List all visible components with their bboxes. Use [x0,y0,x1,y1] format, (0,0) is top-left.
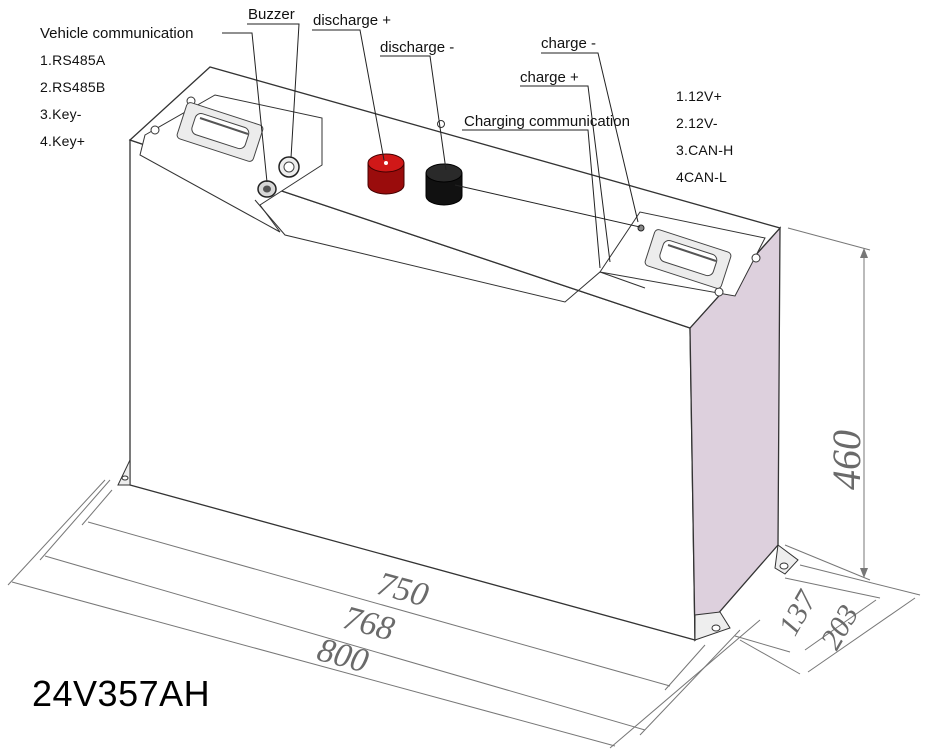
charging-communication-label: Charging communication [464,113,630,130]
charging-pin-2: 2.12V- [676,115,718,131]
discharge-negative-terminal [425,163,463,206]
mounting-foot [117,459,131,486]
mount-hole [437,120,445,128]
model-label: 24V357AH [32,673,211,714]
charge-negative-label: charge - [541,35,597,52]
discharge-negative-label: discharge - [380,39,455,56]
left-handle [176,102,264,162]
charging-pin-1: 1.12V+ [676,88,722,104]
dim-depth-outer: 203 [814,600,865,655]
vehicle-communication-label: Vehicle communication [40,25,194,42]
dim-length-inner: 750 [373,565,432,614]
mount-hole [714,287,724,297]
vehicle-comm-connector [257,180,277,198]
discharge-positive-terminal [367,153,405,195]
mounting-foot [774,544,799,575]
recessed-well [254,199,646,303]
vehicle-pin-4: 4.Key+ [40,133,86,149]
leader-lines [222,23,641,269]
vehicle-pin-3: 3.Key- [40,106,82,122]
charging-comm-connector [637,224,645,232]
vehicle-pin-2: 2.RS485B [40,79,106,95]
dim-depth-inner: 137 [772,584,824,641]
discharge-positive-label: discharge + [313,12,391,29]
mount-hole [150,125,160,135]
right-handle [644,229,732,289]
dimension-arrows [860,248,868,578]
vehicle-pin-1: 1.RS485A [40,52,106,68]
mounting-foot [694,611,731,641]
dim-height: 460 [824,430,869,490]
charging-pin-3: 3.CAN-H [676,142,734,158]
buzzer-label: Buzzer [248,6,295,23]
mount-hole [751,253,761,263]
dimension-lines [7,227,921,749]
charge-positive-label: charge + [520,69,579,86]
charging-pin-4: 4CAN-L [676,169,727,185]
buzzer-connector [278,156,300,178]
